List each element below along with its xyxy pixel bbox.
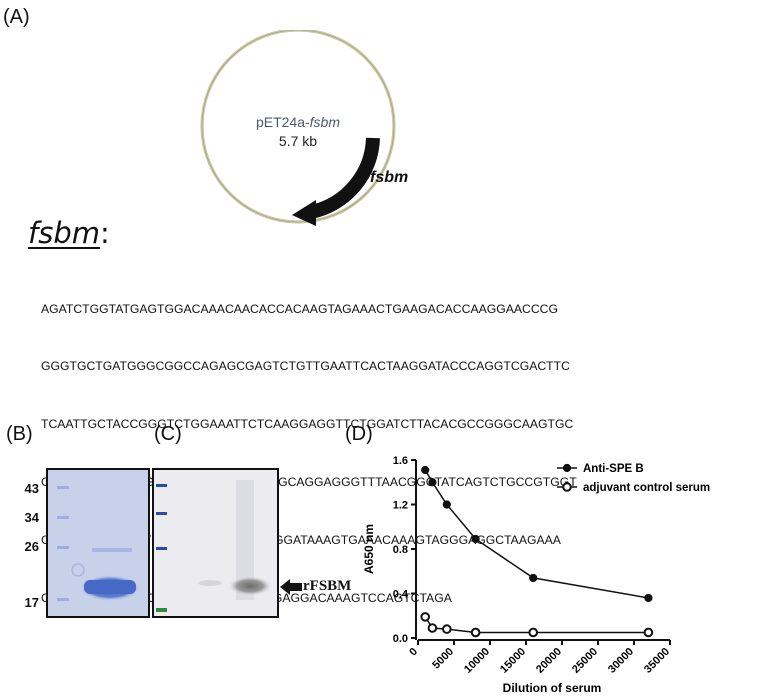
mw-marker-43: 43 xyxy=(24,481,39,496)
data-point xyxy=(529,573,538,583)
western-blot xyxy=(152,468,279,618)
chart-series xyxy=(420,465,654,638)
x-tick-label: 20000 xyxy=(534,646,564,676)
sequence-line: GGGTGCTGATGGGCGGCCAGAGCGAGTCTGTTGAATTCAC… xyxy=(41,359,570,374)
ladder-band xyxy=(156,547,167,550)
y-tick-label: 0.8 xyxy=(393,544,408,556)
x-tick-label: 10000 xyxy=(462,646,492,676)
data-point xyxy=(644,593,653,603)
x-tick-label: 30000 xyxy=(606,646,636,676)
x-tick-label: 0 xyxy=(407,646,420,659)
data-point xyxy=(427,623,438,633)
data-point xyxy=(471,534,480,544)
mw-marker-26: 26 xyxy=(24,539,39,554)
ladder-band xyxy=(57,546,69,549)
panel-label-a: (A) xyxy=(3,6,30,28)
ladder-band xyxy=(57,516,69,519)
data-point xyxy=(643,627,654,638)
data-point xyxy=(442,500,451,509)
y-axis-label: A650 nm xyxy=(362,524,376,574)
x-tick-label: 5000 xyxy=(430,646,456,672)
ladder-band xyxy=(156,512,167,515)
faint-band xyxy=(92,548,132,552)
y-tick-label: 1.2 xyxy=(393,500,408,512)
chart-legend: Anti-SPE B adjuvant control serum xyxy=(557,463,710,494)
plasmid-gene-label: fsbm xyxy=(370,169,408,186)
legend-marker xyxy=(562,463,572,473)
data-point xyxy=(420,612,430,622)
ladder-band xyxy=(156,484,167,487)
sds-page-gel xyxy=(46,468,150,618)
y-tick-label: 0.0 xyxy=(393,633,408,645)
plasmid-name: pET24a-fsbm xyxy=(256,114,340,130)
left-arrow-icon xyxy=(280,579,302,595)
sequence-line: AGATCTGGTATGAGTGGACAAACAACACCACAAGTAGAAA… xyxy=(41,301,559,316)
fsbm-gene-arrow xyxy=(309,137,380,219)
rfsbm-label: rFSBM xyxy=(303,578,352,594)
x-tick-label: 15000 xyxy=(498,646,528,676)
rfsbm-western-band xyxy=(228,576,272,596)
mw-marker-34: 34 xyxy=(24,510,39,525)
fsbm-arrow-head xyxy=(292,200,316,226)
panel-label-b: (B) xyxy=(6,423,33,445)
data-point xyxy=(442,624,452,634)
legend-label: Anti-SPE B xyxy=(583,463,644,475)
x-tick-label: 35000 xyxy=(642,646,672,676)
legend-label: adjuvant control serum xyxy=(583,482,710,494)
legend-marker xyxy=(562,482,572,492)
plasmid-map: pET24a-fsbm 5.7 kb fsbm xyxy=(200,30,408,226)
y-tick-label: 1.6 xyxy=(393,455,408,467)
plasmid-size: 5.7 kb xyxy=(279,133,317,149)
sequence-heading: fsbm: xyxy=(28,216,110,250)
data-point xyxy=(421,465,430,475)
ladder-band xyxy=(57,486,69,489)
x-axis-label: Dilution of serum xyxy=(503,681,602,695)
data-point xyxy=(428,478,437,487)
ladder-band xyxy=(57,598,69,601)
sequence-line: TCAATTGCTACCGGGTCTGGAAATTCTCAAGGAGGTTCTG… xyxy=(41,417,574,432)
y-tick-label: 0.4 xyxy=(393,589,409,601)
data-point xyxy=(528,627,538,638)
x-tick-label: 25000 xyxy=(570,646,600,676)
panel-label-c: (C) xyxy=(154,423,182,445)
ladder-band-green xyxy=(156,608,167,612)
data-point xyxy=(470,627,481,638)
mw-marker-17: 17 xyxy=(24,595,39,610)
panel-label-d: (D) xyxy=(345,423,373,445)
